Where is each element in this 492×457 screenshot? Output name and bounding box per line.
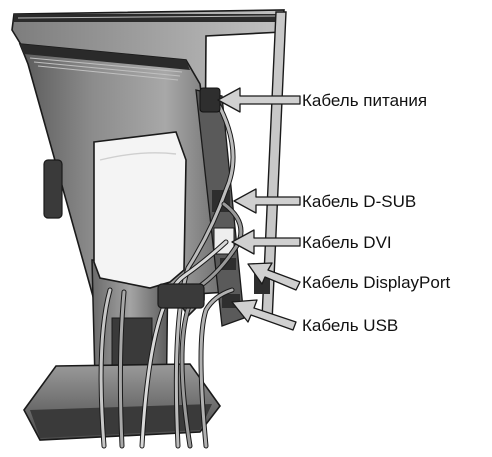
arrow-dsub [233,188,301,214]
label-displayport-cable: Кабель DisplayPort [302,273,451,292]
arrow-usb [231,299,297,331]
label-dsub-cable: Кабель D-SUB [302,192,417,211]
power-connector [199,87,221,113]
cable-clip [157,283,205,309]
arrow-displayport [247,262,301,291]
side-handle [43,159,63,219]
arrow-power [217,87,301,113]
label-power-cable: Кабель питания [302,91,428,110]
label-dvi-cable: Кабель DVI [302,233,392,252]
cable-cover [93,131,187,289]
label-usb-cable: Кабель USB [302,316,399,335]
callout-arrows [217,87,301,331]
arrow-dvi [231,229,301,255]
